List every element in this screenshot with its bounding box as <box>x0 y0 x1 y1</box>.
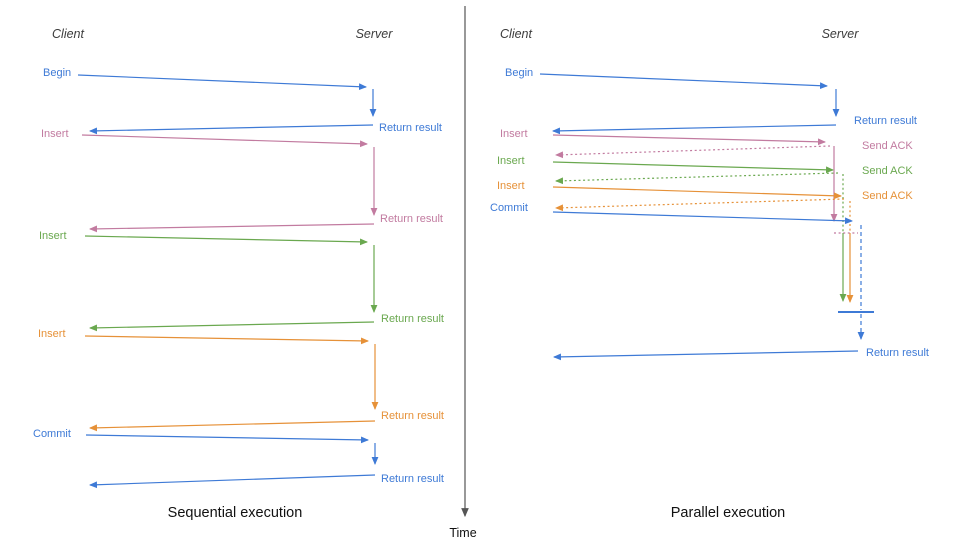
seq-insert2-request-arrow <box>84 235 368 246</box>
par-insert1-ack-arrow <box>555 145 831 159</box>
par-insert2-request-arrow <box>552 161 834 174</box>
par-op-commit <box>552 211 874 361</box>
par-insert3-ack-label: Send ACK <box>862 190 913 202</box>
par-op-insert-2 <box>552 161 847 302</box>
seq-insert2-label: Insert <box>39 230 67 242</box>
par-insert3-request-arrow <box>552 186 842 200</box>
seq-insert1-label: Insert <box>41 128 69 140</box>
seq-op-insert-3 <box>84 335 379 432</box>
par-server-header: Server <box>822 27 860 41</box>
seq-begin-label: Begin <box>43 67 71 79</box>
par-op-insert-3 <box>552 186 854 303</box>
seq-op-begin <box>77 74 377 135</box>
seq-insert1-return-label: Return result <box>380 213 443 225</box>
par-insert1-label: Insert <box>500 128 528 140</box>
par-begin-label: Begin <box>505 67 533 79</box>
par-insert2-ack-arrow <box>555 172 839 185</box>
seq-server-header: Server <box>356 27 394 41</box>
par-insert2-label: Insert <box>497 155 525 167</box>
seq-client-header: Client <box>52 27 84 41</box>
seq-insert3-label: Insert <box>38 328 66 340</box>
par-begin-return-arrow <box>552 124 837 135</box>
seq-op-commit <box>85 434 379 489</box>
par-client-header: Client <box>500 27 532 41</box>
seq-begin-return-label: Return result <box>379 122 442 134</box>
seq-insert1-request-arrow <box>81 134 368 148</box>
parallel-caption: Parallel execution <box>671 505 785 521</box>
seq-insert2-return-arrow <box>89 321 375 332</box>
par-op-insert-1 <box>552 134 858 234</box>
seq-commit-label: Commit <box>33 428 71 440</box>
seq-insert2-return-label: Return result <box>381 313 444 325</box>
par-insert1-ack-label: Send ACK <box>862 140 913 152</box>
par-commit-return-arrow <box>553 350 859 361</box>
par-insert2-ack-label: Send ACK <box>862 165 913 177</box>
time-axis: Time <box>449 6 477 540</box>
par-insert3-label: Insert <box>497 180 525 192</box>
par-op-begin <box>539 73 840 135</box>
seq-commit-return-label: Return result <box>381 473 444 485</box>
parallel-panel: Client Server Begin Return result Insert… <box>490 27 929 521</box>
par-commit-label: Commit <box>490 202 528 214</box>
seq-insert3-request-arrow <box>84 335 369 345</box>
time-axis-label: Time <box>449 526 476 540</box>
par-commit-request-arrow <box>552 211 853 225</box>
sequential-panel: Client Server Begin Return result Insert… <box>33 27 444 521</box>
seq-insert3-return-label: Return result <box>381 410 444 422</box>
seq-insert3-return-arrow <box>89 420 376 432</box>
par-commit-return-label: Return result <box>866 347 929 359</box>
par-begin-request-arrow <box>539 73 828 90</box>
sequential-caption: Sequential execution <box>168 505 303 521</box>
seq-commit-return-arrow <box>89 474 376 489</box>
par-insert3-ack-arrow <box>555 198 845 212</box>
seq-insert1-return-arrow <box>89 223 375 233</box>
seq-op-insert-1 <box>81 134 378 233</box>
par-begin-return-label: Return result <box>854 115 917 127</box>
seq-begin-request-arrow <box>77 74 367 91</box>
seq-begin-return-arrow <box>89 124 374 135</box>
par-insert1-request-arrow <box>552 134 826 146</box>
seq-op-insert-2 <box>84 235 378 332</box>
seq-commit-request-arrow <box>85 434 369 444</box>
